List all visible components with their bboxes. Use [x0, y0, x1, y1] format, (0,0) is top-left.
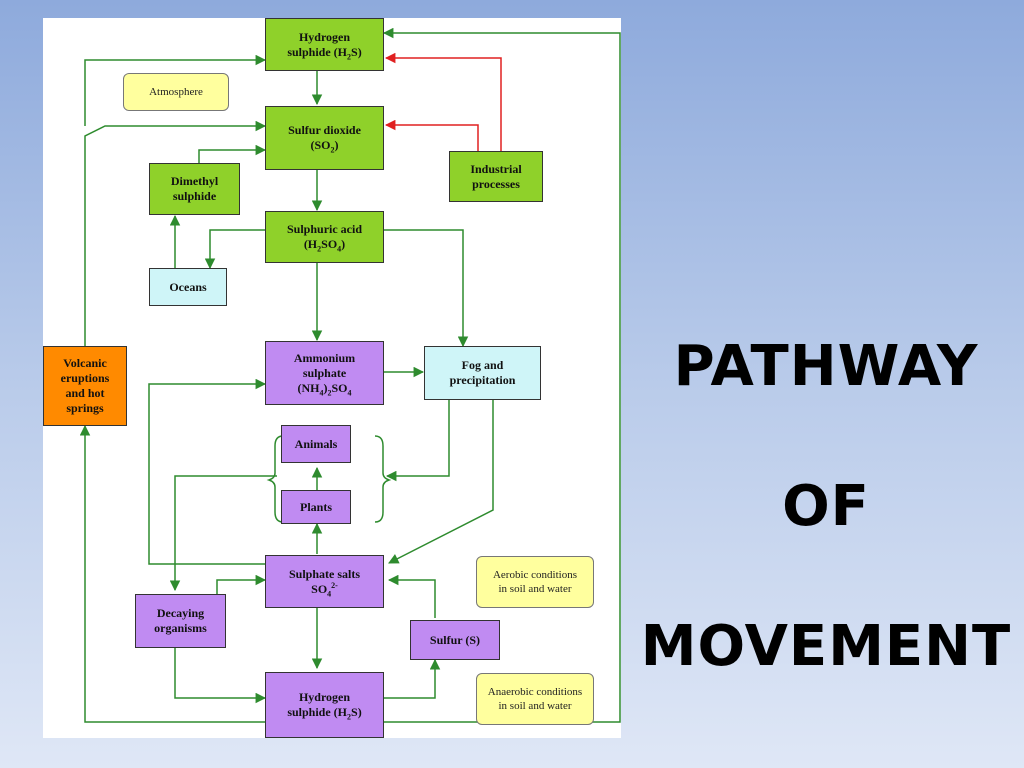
plants-box: Plants — [281, 490, 351, 524]
arrow-fog-to-sulphate — [388, 400, 494, 564]
arrow-industrial-to-so2 — [384, 119, 479, 158]
biota-bracket-left — [266, 435, 284, 523]
arrow-fog-to-biota — [385, 400, 450, 482]
arrow-decaying-to-h2s — [174, 648, 267, 704]
decaying-organisms-box: Decaying organisms — [135, 594, 226, 648]
arrow-biota-to-decaying — [169, 475, 277, 592]
slide-title-line-1: PATHWAY — [673, 334, 979, 399]
arrow-sulphuric-to-fog — [369, 229, 469, 348]
arrow-sulfur-to-sulphate — [387, 574, 436, 618]
oceans-box: Oceans — [149, 268, 227, 306]
slide-title-line-3: MOVEMENT — [640, 614, 1012, 679]
arrow-sulphuric-to-oceans — [204, 229, 265, 270]
arrow-h2s-to-sulfur — [384, 658, 441, 699]
sulphuric-acid-box: Sulphuric acid(H2SO4) — [265, 211, 384, 263]
arrow-volcanic-to-so2 — [84, 120, 267, 346]
biota-bracket-right — [374, 435, 392, 523]
volcanic-eruptions-box: Volcanic eruptions and hot springs — [43, 346, 127, 426]
arrow-bottom-to-volcanic — [79, 424, 265, 723]
dimethyl-sulphide-box: Dimethyl sulphide — [149, 163, 240, 215]
atmosphere-label: Atmosphere — [123, 73, 229, 111]
animals-box: Animals — [281, 425, 351, 463]
slide-title-line-2: OF — [782, 474, 870, 539]
arrow-volcanic-to-h2s — [84, 54, 267, 126]
slide-title: PATHWAY OF MOVEMENT — [640, 262, 1012, 752]
aerobic-conditions-note: Aerobic conditions in soil and water — [476, 556, 594, 608]
diagram-arrows — [79, 27, 621, 723]
arrow-dimethyl-to-so2 — [198, 144, 267, 163]
arrow-sulphate-to-ammonium — [148, 378, 267, 565]
fog-precipitation-box: Fog and precipitation — [424, 346, 541, 400]
sulfur-dioxide-box: Sulfur dioxide(SO2) — [265, 106, 384, 170]
arrow-decaying-to-sulphate — [216, 574, 267, 594]
sulfur-box: Sulfur (S) — [410, 620, 500, 660]
anaerobic-conditions-note: Anaerobic conditions in soil and water — [476, 673, 594, 725]
arrow-industrial-to-h2s — [384, 52, 502, 158]
industrial-processes-box: Industrial processes — [449, 151, 543, 202]
